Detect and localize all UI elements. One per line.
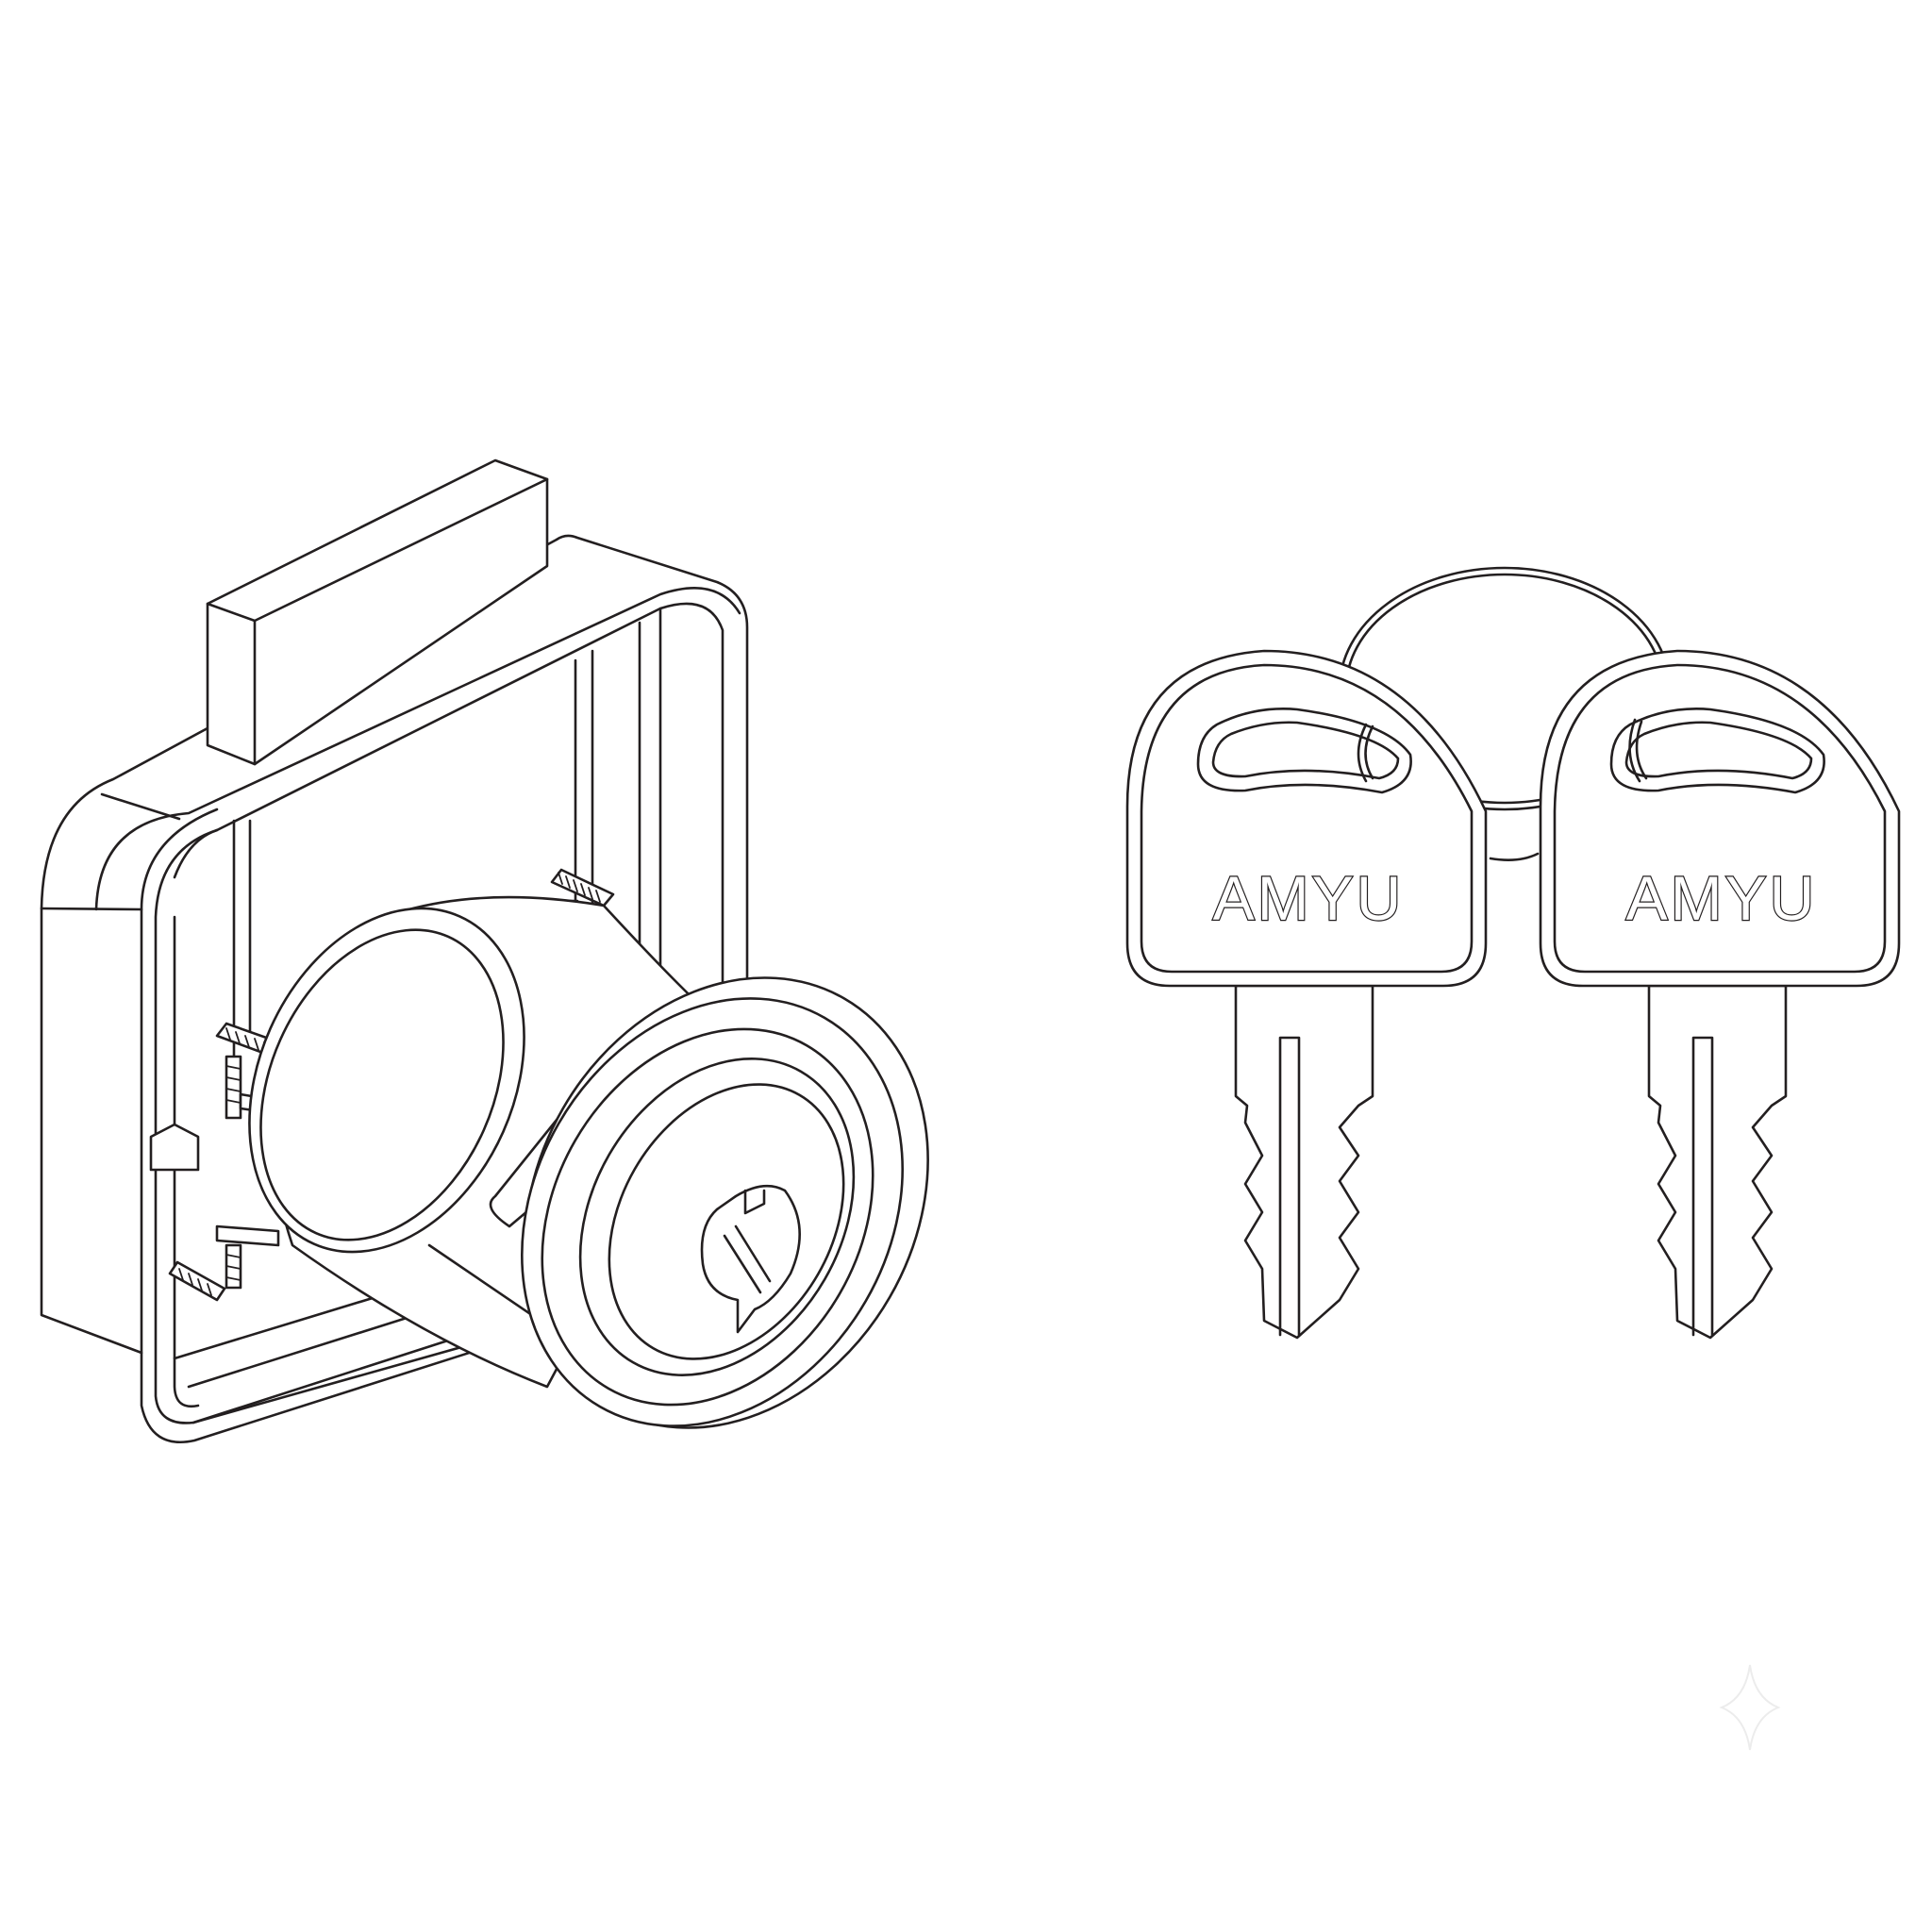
key-head [1539,649,1901,988]
sparkle-icon [1719,1664,1781,1751]
key-blade [1647,984,1788,1340]
latch-bolt [206,458,549,766]
key-ring-front [1357,718,1648,861]
key-blade [1234,984,1374,1340]
lock-face [489,976,929,1429]
key-brand-label: AMYU [1213,863,1405,933]
key-slot [1196,708,1412,794]
lock-cylinder [248,895,738,1389]
mounting-screws [168,868,615,1302]
key-left: AMYU [1125,649,1488,1340]
key-slot [1609,708,1825,794]
key-head [1125,649,1488,988]
keyhole [700,1184,801,1334]
cabinet-lock [40,458,929,1444]
key-brand-label: AMYU [1626,863,1818,933]
key-right: AMYU [1539,649,1901,1340]
